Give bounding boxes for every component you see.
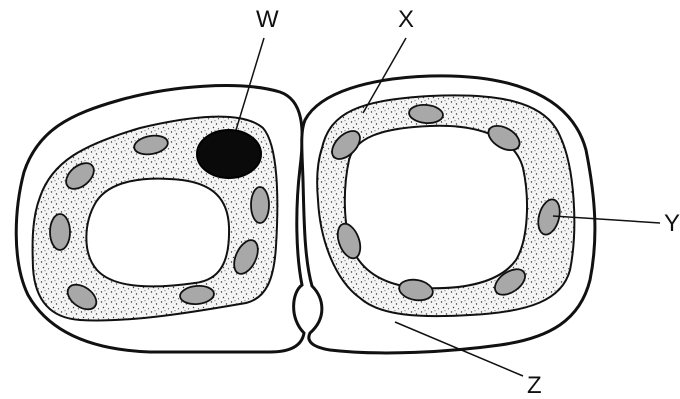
- chloroplast: [251, 187, 269, 223]
- label-x: X: [398, 6, 414, 33]
- label-y: Y: [664, 210, 680, 237]
- left-vacuole: [86, 179, 229, 287]
- right-cell: [302, 76, 595, 353]
- chloroplast: [50, 214, 70, 250]
- nucleus: [197, 130, 261, 178]
- left-cell: [16, 86, 304, 352]
- label-z: Z: [527, 372, 542, 399]
- right-vacuole: [345, 126, 527, 288]
- label-w: W: [256, 6, 279, 33]
